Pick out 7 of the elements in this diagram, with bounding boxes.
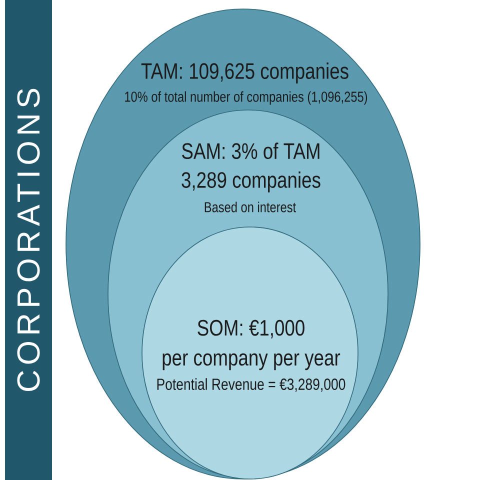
subheading: Potential Revenue = €3,289,000	[157, 378, 346, 392]
heading: SOM: €1,000 per company per year	[162, 320, 340, 370]
side-band: CORPORATIONS	[5, 0, 52, 480]
subheading: 10% of total number of companies (1,096,255)	[125, 91, 368, 105]
subheading: Based on interest	[204, 202, 296, 212]
heading: SAM: 3% of TAM 3,289 companies	[182, 142, 320, 192]
heading: TAM: 109,625 companies	[141, 62, 348, 84]
